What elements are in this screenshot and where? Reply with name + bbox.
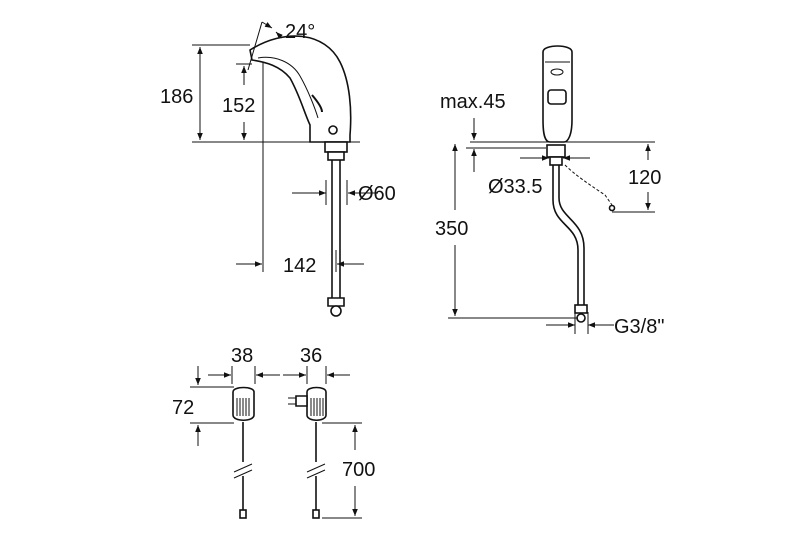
faucet-front-hose [552,165,579,305]
dim-spout-reach: 142 [283,255,316,277]
dim-spout-height: 152 [222,95,255,117]
faucet-spout-highlight [311,94,323,113]
faucet-hose-end [330,305,342,317]
dim-group-box-b-width: 36 [283,345,350,384]
control-box-b-plug [295,395,308,407]
faucet-front-cable [564,164,613,206]
faucet-front-sensor [550,68,564,76]
dim-base-diameter: Ø60 [358,183,396,205]
dim-group-box-a-width: 38 [208,345,280,384]
dim-box-height: 72 [172,397,194,419]
dim-box-b-width: 36 [300,345,322,367]
faucet-front-window [547,89,567,105]
control-box-a [232,386,255,519]
faucet-front-view: max.45 Ø33.5 120 350 G3/8" [435,45,664,338]
dim-total-height: 186 [160,86,193,108]
dim-hose-length: 350 [435,218,468,240]
faucet-shank [327,151,345,161]
faucet-spout-inner-curve [257,56,319,119]
dim-cable-length: 700 [342,459,375,481]
faucet-sensor-dot [328,125,338,135]
control-box-b [288,386,327,519]
dim-box-drop: 120 [628,167,661,189]
dim-group-box-height: 72 [172,366,234,446]
dim-connection-thread: G3/8" [614,316,664,338]
dim-hole-diameter: Ø33.5 [488,176,542,198]
faucet-side-view: 24° 186 152 Ø60 142 [160,21,396,317]
dim-group-cable-length: 700 [322,422,375,519]
faucet-front-shank [546,144,566,158]
faucet-base [324,141,348,153]
dim-max-thickness: max.45 [440,91,506,113]
dim-box-a-width: 38 [231,345,253,367]
faucet-hose-nut [327,297,345,307]
dim-spout-angle: 24° [285,21,315,43]
faucet-spout-body [249,35,352,143]
